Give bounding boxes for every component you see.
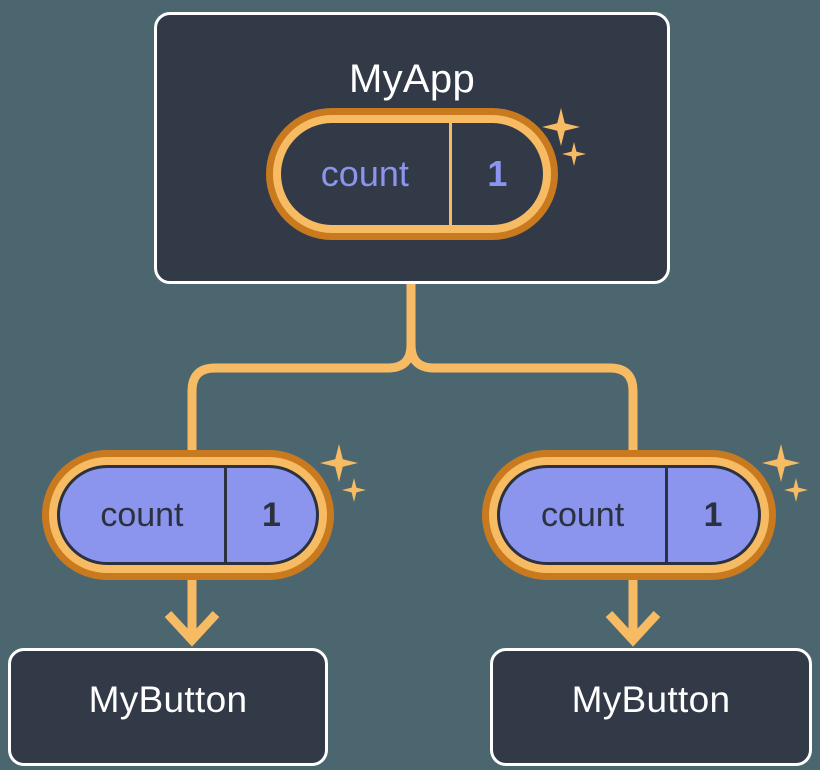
- signal-pill-core: count 1: [497, 465, 761, 565]
- sparkle-icon: [784, 478, 808, 502]
- signal-name: count: [100, 495, 184, 534]
- signal-name: count: [540, 495, 625, 534]
- component-title: MyButton: [571, 679, 731, 720]
- arrow-down-icon: [605, 578, 661, 647]
- component-box-mybutton-right[interactable]: MyButton: [490, 648, 812, 766]
- component-box-mybutton-left[interactable]: MyButton: [8, 648, 328, 766]
- signal-pill-ring: count 1: [49, 457, 327, 573]
- branch-connector-icon: [406, 344, 638, 452]
- component-title: MyButton: [88, 679, 248, 720]
- signal-pill-myapp[interactable]: count 1: [266, 108, 558, 240]
- signal-pill-child-right[interactable]: count 1: [482, 450, 776, 580]
- signal-pill-child-left[interactable]: count 1: [42, 450, 334, 580]
- signal-pill-ring: count 1: [273, 115, 551, 233]
- component-title: MyApp: [349, 57, 475, 101]
- signal-pill-core: count 1: [57, 465, 319, 565]
- signal-name: count: [320, 153, 409, 194]
- sparkle-icon: [320, 444, 358, 482]
- sparkle-icon: [342, 478, 366, 502]
- sparkle-icon: [762, 444, 800, 482]
- signal-pill-core: count 1: [281, 123, 543, 225]
- signal-pill-ring: count 1: [489, 457, 769, 573]
- branch-connector-icon: [187, 284, 416, 452]
- signal-value: 1: [665, 468, 758, 562]
- arrow-down-icon: [164, 578, 220, 647]
- signal-value: 1: [223, 468, 316, 562]
- signal-value: 1: [448, 123, 543, 225]
